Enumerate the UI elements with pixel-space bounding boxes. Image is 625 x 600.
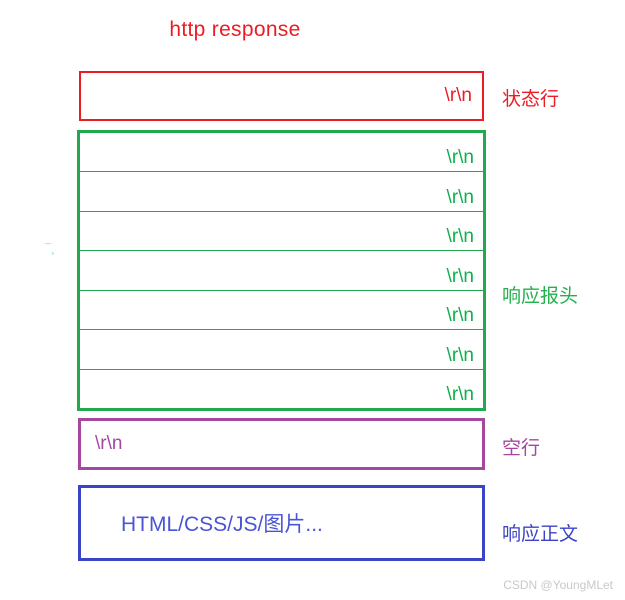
header-row-crlf: \r\n: [446, 344, 474, 366]
header-row-crlf: \r\n: [446, 305, 474, 327]
header-row-crlf: \r\n: [446, 383, 474, 405]
blank-line-label: 空行: [502, 438, 541, 459]
header-row: \r\n: [80, 133, 483, 173]
header-row: \r\n: [80, 330, 483, 370]
status-line-label: 状态行: [502, 89, 560, 110]
blank-line-crlf: \r\n: [95, 433, 123, 454]
header-row: \r\n: [80, 370, 483, 408]
header-row: \r\n: [80, 212, 483, 252]
header-row: \r\n: [80, 172, 483, 212]
stray-mark: ¯¸: [45, 243, 55, 255]
response-body-box: HTML/CSS/JS/图片...: [78, 485, 485, 561]
header-row-crlf: \r\n: [446, 226, 474, 248]
response-headers-label: 响应报头: [502, 286, 579, 307]
header-row-crlf: \r\n: [446, 265, 474, 287]
blank-line-box: \r\n: [78, 418, 485, 470]
response-headers-box: \r\n \r\n \r\n \r\n \r\n \r\n \r\n: [77, 130, 486, 411]
status-line-box: \r\n: [79, 71, 484, 121]
response-body-content: HTML/CSS/JS/图片...: [121, 513, 323, 536]
header-row-crlf: \r\n: [446, 186, 474, 208]
watermark: CSDN @YoungMLet: [503, 578, 613, 592]
status-line-crlf: \r\n: [444, 85, 472, 106]
header-row: \r\n: [80, 291, 483, 331]
diagram-title: http response: [169, 18, 301, 41]
header-row-crlf: \r\n: [446, 147, 474, 169]
header-row: \r\n: [80, 251, 483, 291]
response-body-label: 响应正文: [502, 524, 579, 545]
